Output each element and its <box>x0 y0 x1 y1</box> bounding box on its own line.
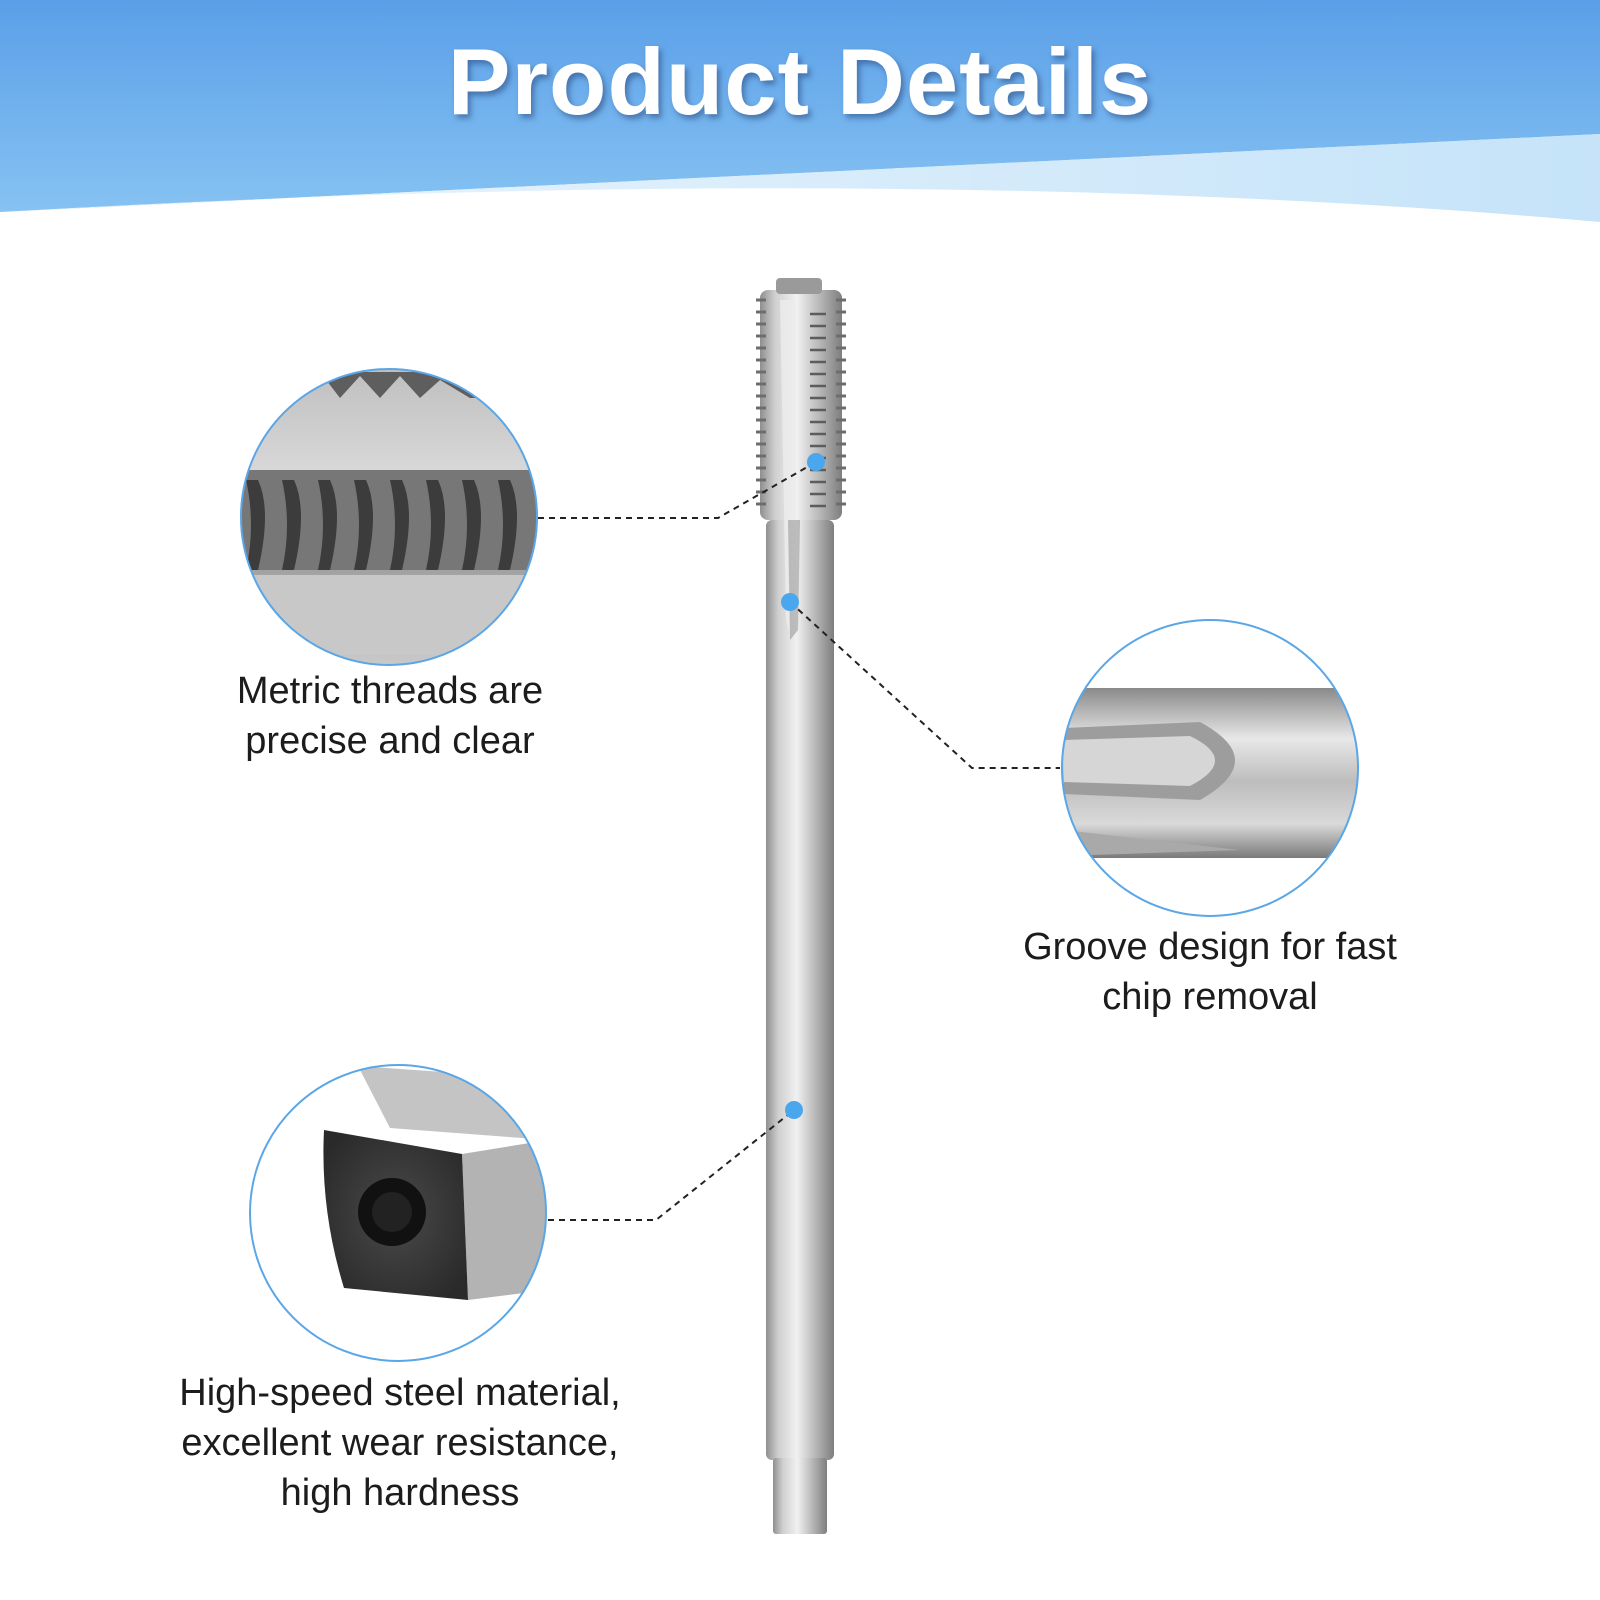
caption-groove-design: Groove design for fast chip removal <box>970 922 1450 1022</box>
caption-high-speed-steel: High-speed steel material, excellent wea… <box>120 1368 680 1518</box>
tap-tool <box>756 278 846 1534</box>
caption-line: chip removal <box>1102 976 1318 1018</box>
dot-steel <box>785 1101 803 1119</box>
caption-line: excellent wear resistance, <box>181 1422 619 1464</box>
leader-lines <box>538 461 1060 1221</box>
caption-line: Metric threads are <box>236 670 544 712</box>
dot-threads <box>807 453 825 471</box>
zoom-groove <box>1061 619 1359 917</box>
caption-line: precise and clear <box>245 720 535 762</box>
dot-groove <box>781 593 799 611</box>
header-banner <box>0 0 1600 222</box>
page-title: Product Details <box>447 29 1153 134</box>
caption-line: High-speed steel material, <box>179 1372 621 1414</box>
caption-line: Groove design for fast <box>1023 926 1397 968</box>
caption-line: high hardness <box>280 1472 520 1514</box>
caption-metric-threads: Metric threads are precise and clear <box>190 666 590 766</box>
zoom-threads <box>240 368 538 666</box>
zoom-steel <box>249 1064 547 1362</box>
